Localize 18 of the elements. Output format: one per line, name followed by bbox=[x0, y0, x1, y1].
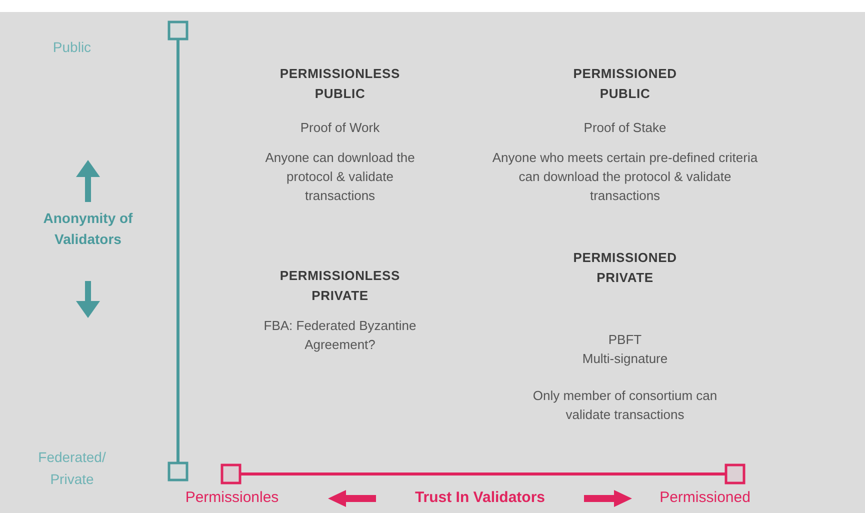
quadrant-text: PBFT bbox=[608, 331, 642, 349]
quadrant-text: Proof of Stake bbox=[584, 119, 666, 137]
quadrant-text: Anyone who meets certain pre-defined criteria can download the protocol & validate transactions bbox=[491, 149, 759, 205]
quadrant-text: FBA: Federated Byzantine Agreement? bbox=[262, 317, 418, 354]
axis-end-label: Public bbox=[52, 38, 92, 57]
quadrant-heading: PERMISSIONLESS PUBLIC bbox=[278, 65, 402, 103]
quadrant-text: Multi-signature bbox=[582, 350, 668, 368]
axis-title: Anonymity of Validators bbox=[43, 209, 133, 249]
axis-end-label: Permissioned bbox=[660, 488, 750, 508]
quadrant-text: Proof of Work bbox=[300, 119, 380, 137]
quadrant-heading: PERMISSIONED PRIVATE bbox=[572, 249, 678, 287]
axis-title: Trust In Validators bbox=[414, 488, 546, 508]
axis-end-label: Federated/ Private bbox=[37, 448, 107, 489]
quadrant-heading: PERMISSIONLESS PRIVATE bbox=[278, 267, 402, 305]
axis-end-label: Permissionles bbox=[185, 488, 279, 508]
quadrant-heading: PERMISSIONED PUBLIC bbox=[572, 65, 678, 103]
quadrant-text: Anyone can download the protocol & validate transactions bbox=[265, 149, 415, 205]
quadrant-text: Only member of consortium can validate transactions bbox=[532, 387, 718, 424]
